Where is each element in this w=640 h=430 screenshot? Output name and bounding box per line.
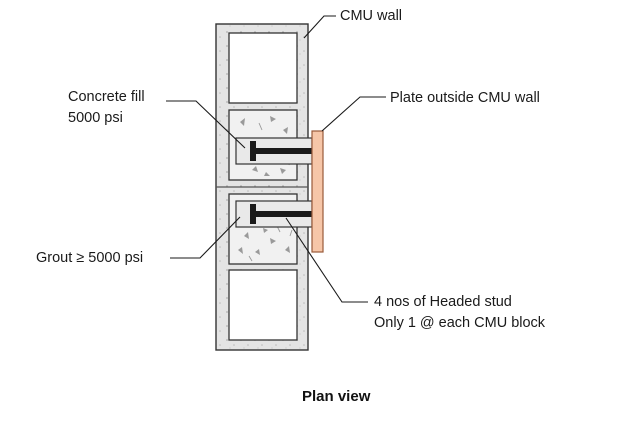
label-studs-2: Only 1 @ each CMU block	[374, 315, 546, 331]
label-concrete-fill-1: Concrete fill	[68, 89, 145, 105]
label-grout: Grout ≥ 5000 psi	[36, 250, 144, 266]
leader-concrete-fill	[166, 100, 246, 149]
leader-grout	[170, 216, 241, 259]
leader-cmu-wall	[303, 15, 336, 39]
view-title: Plan view	[302, 388, 371, 405]
leader-lines	[166, 15, 386, 303]
label-studs-1: 4 nos of Headed stud	[374, 294, 512, 310]
headed-stud-upper	[250, 141, 312, 161]
label-plate-outside: Plate outside CMU wall	[390, 90, 540, 106]
leader-headed-stud	[285, 217, 368, 303]
headed-stud-lower	[250, 204, 312, 224]
steel-plate	[311, 130, 324, 253]
label-cmu-wall: CMU wall	[340, 8, 403, 24]
cmu-cell-bottom	[228, 269, 298, 341]
leader-plate	[321, 96, 386, 132]
cmu-cell-top	[228, 32, 298, 104]
label-concrete-fill-2: 5000 psi	[68, 110, 123, 126]
